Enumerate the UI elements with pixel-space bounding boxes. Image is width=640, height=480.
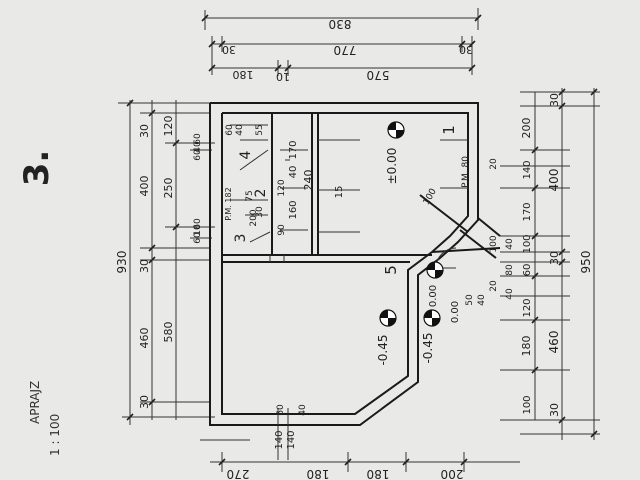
dim-top-inner-2: 10	[276, 70, 290, 83]
dimension-ticks	[126, 14, 598, 466]
dim-top-mid-right: 30	[459, 43, 473, 56]
level-marker-low1	[379, 309, 397, 327]
room-label-1: 1	[440, 125, 458, 135]
dim-right-inner-2: 140	[522, 160, 533, 179]
sheet-caption: APRAJZ	[28, 380, 42, 424]
level-marker-main	[387, 121, 405, 139]
dim-left-small-5: 60	[193, 232, 203, 244]
room-label-3: 3	[233, 234, 249, 243]
level-marker-hall	[426, 261, 444, 279]
level-main: ±0.00	[385, 148, 399, 185]
level-low2: -0.45	[421, 332, 435, 363]
dim-right-mid-3: 30	[548, 251, 561, 265]
dim-right-inner-1: 200	[520, 118, 533, 139]
dim-left-small-6: 10	[193, 224, 203, 236]
dim-left-inner-1: 120	[162, 116, 175, 137]
stair-note-200: 200	[249, 209, 259, 226]
room-label-5: 5	[382, 265, 400, 275]
dim-bottom-inner-1: 140	[274, 430, 285, 449]
dim-right-small-1: 40	[505, 238, 515, 250]
dim-right-inner-6: 120	[522, 298, 533, 317]
dim-interior-9: 60	[225, 124, 235, 136]
dim-left-mid-2: 400	[138, 176, 151, 197]
sheet-number: 3.	[17, 150, 57, 187]
dim-right-inner-7: 180	[520, 336, 533, 357]
dim-left-outer: 930	[115, 251, 129, 274]
room1-area-note: P.M. 80	[461, 156, 471, 188]
dim-right-mid-5: 30	[548, 403, 561, 417]
dim-left-inner-2: 250	[162, 178, 175, 199]
dim-top-mid-left: 30	[222, 43, 236, 56]
sheet-scale: 1 : 100	[48, 413, 62, 456]
dim-top-inner-3: 570	[367, 68, 390, 82]
dim-left-mid-3: 30	[138, 259, 151, 273]
room-label-4: 4	[238, 150, 254, 159]
dim-bottom-inner-3: 60	[276, 404, 286, 416]
dim-left-small-2: 60	[193, 149, 203, 161]
level-hall: 0.00	[428, 285, 439, 307]
dim-interior-10: 40	[477, 294, 487, 306]
dim-right-small-2: 40	[505, 288, 515, 300]
dim-interior-8: 55	[255, 124, 265, 135]
dim-left-small-1: 60	[193, 133, 203, 145]
dim-left-mid-5: 30	[138, 395, 151, 409]
dim-bottom-inner-2: 140	[286, 430, 297, 449]
interior-details	[230, 124, 468, 425]
dim-top-outer: 830	[329, 17, 352, 31]
dim-top-inner-1: 180	[233, 68, 254, 81]
dim-left-inner-3: 580	[162, 322, 175, 343]
corridor-note-2: 15	[334, 186, 345, 199]
dim-interior-12: 50	[465, 294, 475, 306]
dim-bottom-outer-3: 180	[367, 467, 390, 480]
dim-left-small-3: 40	[193, 141, 203, 153]
level-marker-low2	[423, 309, 441, 327]
dim-interior-2: 40	[288, 166, 299, 179]
dim-right-mid-4: 460	[547, 331, 561, 354]
dim-right-inner-3: 170	[522, 202, 533, 221]
dim-interior-1: 170	[288, 140, 299, 159]
dim-right-outer: 950	[579, 251, 593, 274]
dim-interior-3: 160	[288, 200, 299, 219]
dim-interior-4: 120	[277, 179, 287, 196]
dim-right-inner-5: 60	[522, 264, 533, 277]
level-low1: -0.45	[376, 334, 390, 365]
dim-left-mid-4: 460	[138, 328, 151, 349]
dim-right-small-4: 100	[489, 235, 499, 252]
dim-interior-5: 90	[277, 224, 287, 236]
room3-area-note: P.M. 182	[224, 187, 233, 220]
room-label-2: 2	[253, 189, 269, 198]
dim-interior-6: 30	[255, 206, 265, 218]
dim-right-mid-2: 400	[547, 169, 561, 192]
stair-note-small: 75	[245, 190, 255, 201]
dim-interior-7: 40	[235, 124, 245, 136]
dim-right-inner-4: 100	[522, 234, 533, 253]
dim-right-small-3: 80	[505, 264, 515, 276]
dim-left-small-4: 60	[193, 218, 203, 230]
corridor-note: 240	[302, 170, 315, 191]
dim-right-mid-1: 30	[548, 93, 561, 107]
level-hall2: 0.00	[450, 301, 461, 323]
level-markers	[379, 121, 444, 327]
dim-interior-11: 20	[489, 280, 499, 292]
dim-left-mid-1: 30	[138, 124, 151, 138]
dim-bottom-outer-1: 270	[227, 467, 250, 480]
dim-top-mid-center: 770	[334, 43, 357, 57]
dim-right-small-5: 20	[489, 158, 499, 170]
dim-bottom-outer-2: 180	[307, 467, 330, 480]
dim-right-inner-8: 100	[522, 395, 533, 414]
dim-bottom-outer-4: 200	[441, 467, 464, 480]
dim-bottom-inner-4: 40	[298, 404, 308, 416]
